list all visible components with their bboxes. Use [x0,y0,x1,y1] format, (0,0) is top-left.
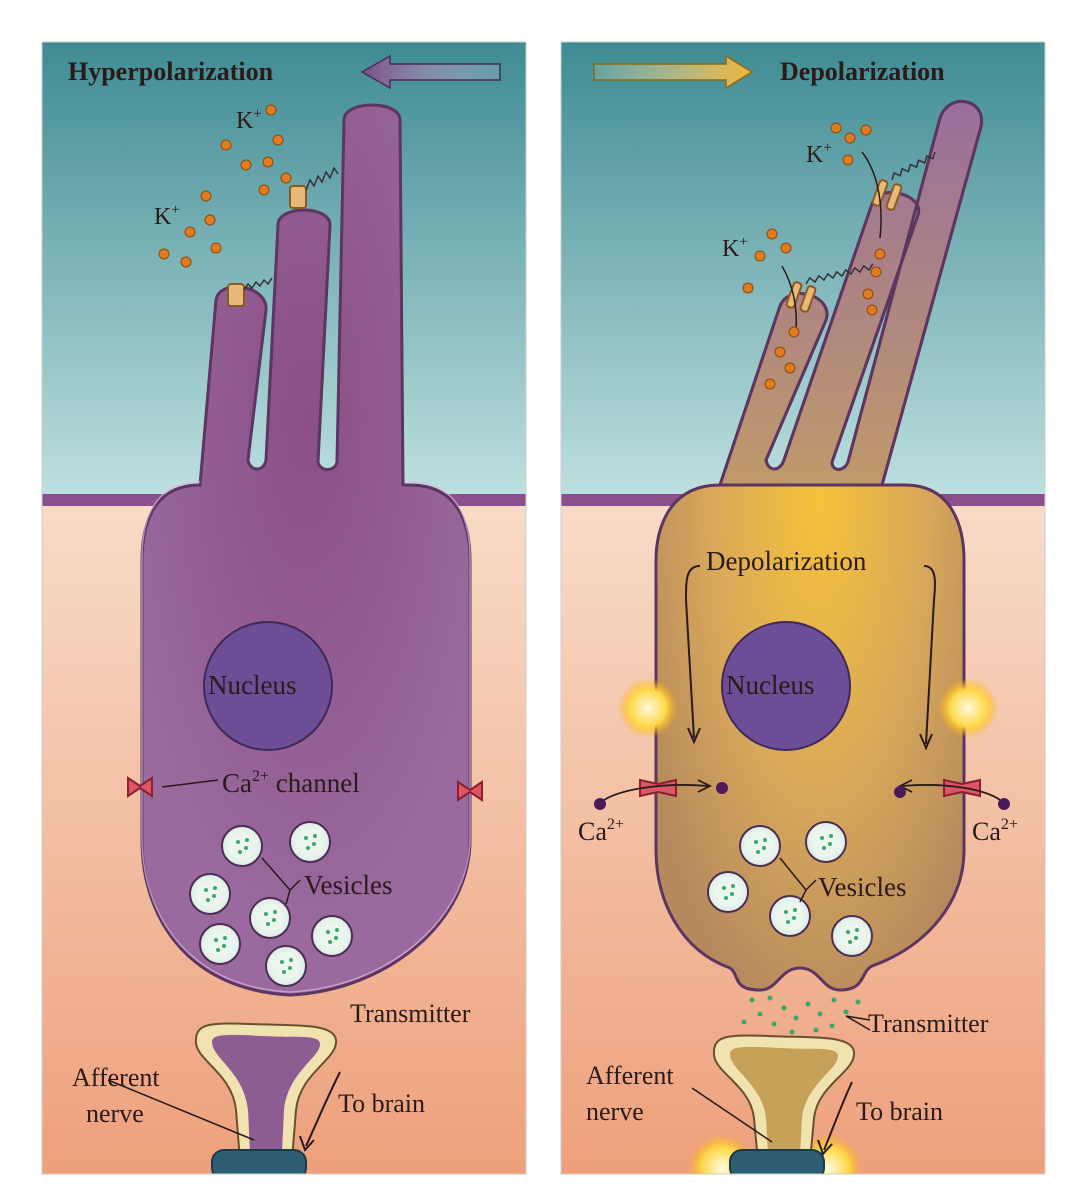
tip-link [243,277,273,291]
right-panel: Depolarization K+ K+ Depolarization Nucl… [561,42,1045,1174]
right-afferent-label-1: Afferent [586,1061,674,1090]
potassium-ions [742,122,886,390]
released-transmitter [741,995,861,1035]
vesicles [189,821,353,987]
left-panel: Hyperpolarization K+ K+ Nucleus Ca2+ cha… [42,42,526,1174]
myelin-sheath [211,1149,307,1174]
potassium-ions [158,104,292,268]
nucleus [203,621,333,751]
left-vesicles-label: Vesicles [304,870,392,900]
left-to-brain-label: To brain [338,1089,425,1118]
calcium-channel-right [457,780,483,802]
left-transmitter-label: Transmitter [350,999,471,1028]
left-nucleus-label: Nucleus [208,670,296,700]
left-k-label-1: K+ [236,106,262,134]
right-to-brain-label: To brain [856,1097,943,1126]
depolarization-flash [618,678,678,738]
right-vesicles-label: Vesicles [818,872,906,902]
hair-cell-body [140,103,472,997]
calcium-channel-left [639,778,677,798]
nucleus [721,621,851,751]
tip-link [891,151,936,181]
right-ca-label-right: Ca2+ [972,816,1018,846]
vesicles [707,821,873,957]
calcium-ions [594,782,1010,810]
left-heading: Hyperpolarization [68,57,274,86]
depolarization-arrow [593,54,754,90]
tip-link [305,166,339,191]
potassium-channel [227,185,307,307]
tip-link [805,263,874,285]
to-brain-arrow [823,1081,853,1151]
hyperpolarization-arrow [360,54,501,90]
left-afferent-label-1: Afferent [72,1063,160,1092]
calcium-channel-left [127,776,153,798]
right-heading: Depolarization [780,57,945,86]
right-nucleus-label: Nucleus [726,670,814,700]
right-afferent-label-2: nerve [586,1097,644,1126]
depolarization-flash [938,678,998,738]
myelin-sheath [729,1149,825,1174]
right-depolarization-label: Depolarization [706,546,867,576]
left-afferent-label-2: nerve [86,1099,144,1128]
left-ca-channel-label: Ca2+ channel [222,768,360,798]
right-transmitter-label: Transmitter [868,1009,989,1038]
to-brain-arrow [305,1071,341,1147]
